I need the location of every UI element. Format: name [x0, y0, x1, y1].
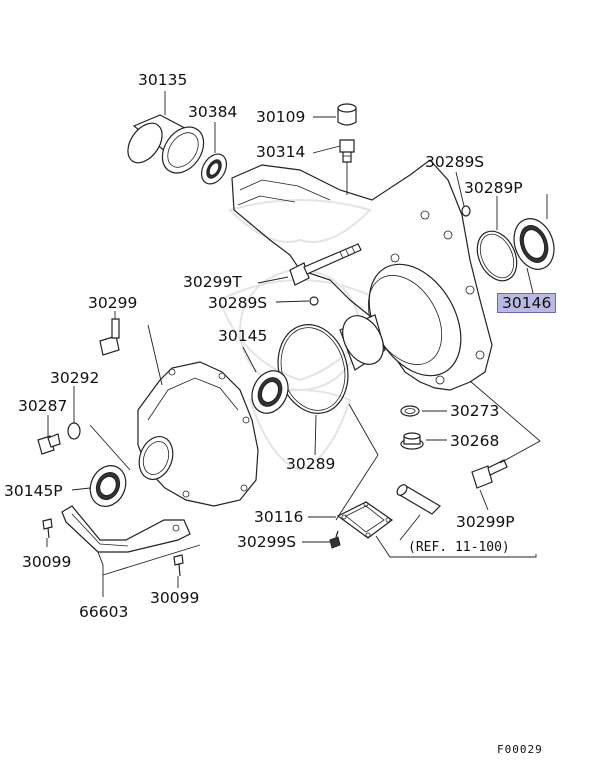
label-30299p: 30299P: [456, 513, 515, 531]
reference-note: (REF. 11-100): [408, 540, 510, 555]
label-30384: 30384: [188, 103, 238, 121]
part-30145-seal: [251, 370, 289, 414]
label-30268: 30268: [450, 432, 500, 450]
part-30299s-bolt: [329, 530, 341, 549]
part-30109-cap: [337, 103, 357, 126]
label-30289s-top: 30289S: [425, 153, 485, 171]
label-30099-right: 30099: [150, 589, 200, 607]
part-30299t-bolt: [289, 243, 362, 286]
label-30099-left: 30099: [22, 553, 72, 571]
label-30146-highlighted[interactable]: 30146: [497, 293, 557, 313]
part-30099-left-screw: [42, 518, 53, 539]
label-30289: 30289: [286, 455, 336, 473]
label-30289p: 30289P: [464, 179, 523, 197]
label-30299s: 30299S: [237, 533, 297, 551]
part-30299-bolt: [99, 318, 120, 356]
part-30299p-bolt: [471, 459, 508, 489]
label-30145: 30145: [218, 327, 268, 345]
part-30292-washer: [67, 422, 81, 440]
label-30289s-mid: 30289S: [208, 294, 268, 312]
part-transfer-case-housing: [231, 159, 493, 391]
label-30116: 30116: [254, 508, 304, 526]
label-30287: 30287: [18, 397, 68, 415]
part-66603-bracket: [61, 505, 191, 553]
label-30299: 30299: [88, 294, 138, 312]
leader-lines: [46, 91, 548, 597]
ref-11-100-pipe: [396, 484, 441, 515]
part-30289p-oring: [476, 230, 518, 282]
part-30135-sleeve: [127, 114, 205, 174]
part-30273-washer: [400, 405, 420, 417]
part-30287-plug: [37, 433, 61, 455]
part-30289s-top-oring: [461, 205, 471, 217]
label-30135: 30135: [138, 71, 188, 89]
part-30099-right-screw: [173, 554, 184, 577]
label-30109: 30109: [256, 108, 306, 126]
label-66603: 66603: [79, 603, 129, 621]
part-30314-plug: [339, 139, 355, 163]
label-30314: 30314: [256, 143, 306, 161]
label-30292: 30292: [50, 369, 100, 387]
part-30384-seal: [200, 153, 228, 185]
figure-id: F00029: [497, 743, 543, 756]
part-30116-cover: [336, 501, 394, 539]
part-left-cover-housing: [137, 361, 259, 507]
label-30299t: 30299T: [183, 273, 242, 291]
part-30145p-seal: [89, 465, 127, 507]
part-30146-seal: [513, 218, 555, 270]
label-30273: 30273: [450, 402, 500, 420]
part-30268-plug: [400, 432, 424, 450]
label-30145p: 30145P: [4, 482, 63, 500]
part-30289s-mid-oring: [309, 296, 319, 306]
